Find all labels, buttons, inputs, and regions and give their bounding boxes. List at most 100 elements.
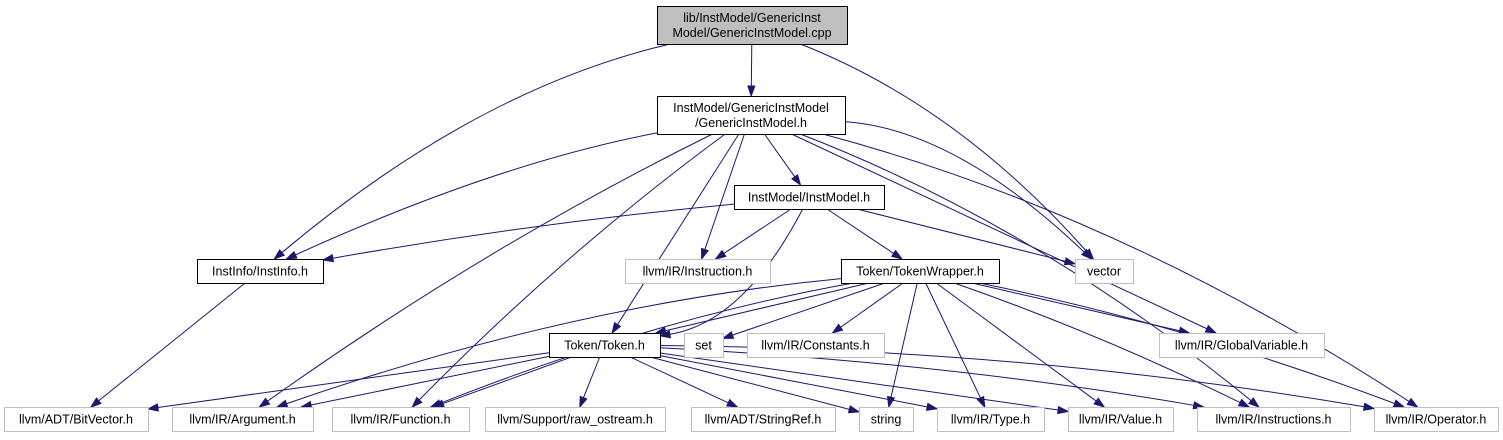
arrowhead bbox=[284, 250, 298, 260]
node-label: llvm/ADT/StringRef.h bbox=[705, 413, 822, 427]
edge-root-to-instinfo_h bbox=[273, 43, 671, 260]
node-box bbox=[691, 407, 836, 432]
node-label: llvm/IR/Type.h bbox=[951, 413, 1030, 427]
node-instructions-h: llvm/IR/Instructions.h bbox=[1197, 407, 1351, 432]
node-type-h: llvm/IR/Type.h bbox=[937, 407, 1045, 432]
arrowhead bbox=[611, 321, 622, 335]
arrowhead bbox=[1392, 399, 1406, 408]
node-constants-h: llvm/IR/Constants.h bbox=[747, 333, 885, 358]
edge-line bbox=[954, 282, 1241, 404]
edge-instmodel_h-to-tokenwrapper_h bbox=[826, 208, 904, 260]
node-label: llvm/IR/GlobalVariable.h bbox=[1175, 339, 1308, 353]
node-instinfo-h[interactable]: InstInfo/InstInfo.h bbox=[197, 259, 324, 284]
node-label: set bbox=[695, 339, 712, 353]
node-label: llvm/IR/Constants.h bbox=[761, 339, 869, 353]
node-box bbox=[1068, 407, 1174, 432]
node-instmodel-h[interactable]: InstModel/InstModel.h bbox=[734, 185, 885, 210]
node-token-h[interactable]: Token/Token.h bbox=[549, 333, 661, 358]
edge-line bbox=[800, 43, 1088, 252]
edge-line bbox=[890, 282, 918, 398]
arrowhead bbox=[701, 247, 709, 261]
arrowhead bbox=[887, 395, 896, 409]
node-root[interactable]: lib/InstModel/GenericInstModel/GenericIn… bbox=[657, 6, 848, 45]
node-label: llvm/IR/Value.h bbox=[1079, 413, 1162, 427]
arrowhead bbox=[831, 323, 844, 334]
node-label: /GenericInstModel.h bbox=[695, 116, 807, 130]
arrowhead bbox=[273, 249, 286, 260]
edge-token_h-to-function_h bbox=[432, 356, 572, 408]
edge-tokenwrapper_h-to-instructions_h bbox=[954, 282, 1251, 408]
node-tokenwrapper-h[interactable]: Token/TokenWrapper.h bbox=[841, 259, 1000, 284]
edge-line bbox=[418, 133, 726, 401]
node-raw-ostream-h: llvm/Support/raw_ostream.h bbox=[485, 407, 666, 432]
arrowhead bbox=[976, 395, 986, 409]
edge-gim_h-to-globalvariable_h bbox=[791, 133, 1218, 334]
edge-tokenwrapper_h-to-set bbox=[721, 282, 886, 339]
arrowhead bbox=[89, 397, 102, 408]
edge-line bbox=[629, 356, 729, 404]
edge-tokenwrapper_h-to-globalvariable_h bbox=[972, 282, 1191, 335]
node-function-h: llvm/IR/Function.h bbox=[332, 407, 470, 432]
node-box bbox=[734, 185, 885, 210]
arrowhead bbox=[791, 173, 802, 187]
node-label: llvm/IR/Function.h bbox=[350, 413, 450, 427]
arrowhead bbox=[146, 403, 159, 412]
node-box bbox=[657, 96, 846, 135]
arrowhead bbox=[1237, 398, 1251, 408]
node-label: InstModel/GenericInstModel bbox=[673, 101, 829, 115]
arrowhead bbox=[747, 85, 756, 98]
arrowhead bbox=[411, 396, 423, 409]
node-box bbox=[1197, 407, 1351, 432]
arrowhead bbox=[925, 402, 939, 411]
edge-gim_h-to-instruction_h bbox=[701, 133, 745, 261]
arrowhead bbox=[721, 330, 735, 339]
edge-line bbox=[764, 133, 796, 178]
node-label: llvm/ADT/BitVector.h bbox=[19, 413, 133, 427]
edge-tokenwrapper_h-to-constants_h bbox=[831, 282, 904, 334]
node-label: string bbox=[871, 413, 902, 427]
edge-token_h-to-type_h bbox=[659, 355, 939, 411]
node-box bbox=[1374, 407, 1499, 432]
node-label: lib/InstModel/GenericInst bbox=[683, 11, 821, 25]
edge-line bbox=[732, 282, 886, 336]
node-label: llvm/IR/Operator.h bbox=[1386, 413, 1487, 427]
edge-line bbox=[844, 121, 1085, 253]
arrowhead bbox=[1406, 397, 1419, 408]
node-box bbox=[657, 6, 848, 45]
edge-line bbox=[439, 282, 854, 404]
node-instruction-h: llvm/IR/Instruction.h bbox=[625, 259, 771, 284]
edge-line bbox=[286, 278, 842, 405]
arrowhead bbox=[275, 399, 289, 408]
node-gim-h[interactable]: InstModel/GenericInstModel/GenericInstMo… bbox=[657, 96, 846, 135]
edge-line bbox=[826, 208, 894, 254]
edge-gim_h-to-vector bbox=[844, 121, 1093, 261]
edge-instmodel_h-to-vector bbox=[856, 208, 1077, 266]
edge-line bbox=[925, 282, 981, 399]
node-label: Model/GenericInstModel.cpp bbox=[672, 26, 831, 40]
node-box bbox=[937, 407, 1045, 432]
edge-line bbox=[723, 208, 792, 254]
arrowhead bbox=[1248, 397, 1261, 408]
node-label: llvm/Support/raw_ostream.h bbox=[497, 413, 653, 427]
edge-line bbox=[98, 282, 246, 402]
node-box bbox=[549, 333, 661, 358]
edge-line bbox=[267, 133, 713, 402]
arrowhead bbox=[890, 249, 904, 260]
node-label: Token/TokenWrapper.h bbox=[856, 265, 984, 279]
arrowhead bbox=[579, 395, 588, 409]
edge-line bbox=[669, 208, 804, 335]
edge-instmodel_h-to-instinfo_h bbox=[321, 203, 735, 263]
node-label: vector bbox=[1087, 265, 1121, 279]
edge-line bbox=[617, 133, 740, 325]
edge-line bbox=[840, 282, 904, 328]
node-box bbox=[485, 407, 666, 432]
edge-line bbox=[442, 356, 572, 405]
edge-tokenwrapper_h-to-value_h bbox=[935, 282, 1106, 408]
edge-line bbox=[583, 356, 601, 398]
arrowhead bbox=[714, 249, 727, 260]
node-label: llvm/IR/Argument.h bbox=[189, 413, 295, 427]
node-vector: vector bbox=[1075, 259, 1134, 284]
edge-line bbox=[659, 355, 928, 408]
node-label: Token/Token.h bbox=[564, 339, 645, 353]
node-box bbox=[859, 407, 914, 432]
